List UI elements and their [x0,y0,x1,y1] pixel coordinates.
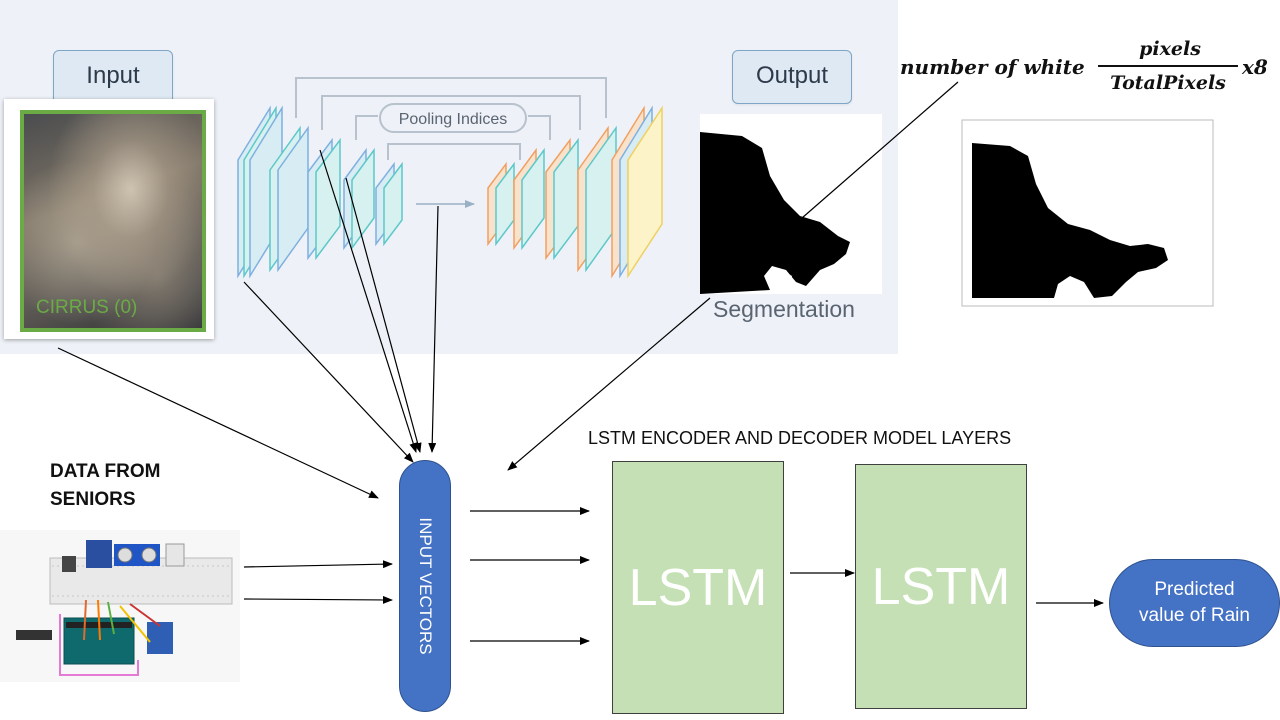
decoder-layers [487,105,663,279]
sensor-title-line2: SENIORS [50,489,136,510]
input-label: Input [53,50,173,104]
prediction-line1: Predicted [1154,579,1235,600]
mask-copy [961,119,1214,307]
lstm-layer-2: LSTM [855,464,1027,709]
flow-arrows [57,81,1104,645]
skip-connections [295,77,607,160]
cloud-image [20,110,206,332]
lstm-title: LSTM ENCODER AND DECODER MODEL LAYERS [588,428,1012,448]
formula-denominator: TotalPixels [1110,72,1226,94]
lstm-layer-1: LSTM [612,461,784,714]
input-vectors-label: INPUT VECTORS [416,517,435,655]
pooling-indices-pill [379,103,527,133]
formula-numerator: pixels [1139,38,1201,60]
formula-suffix: x8 [1241,55,1268,79]
segmentation-mask [700,114,882,294]
sensor-data-title: DATA FROM SENIORS [50,458,210,514]
segmentation-label: Segmentation [713,296,855,322]
prediction-line2: value of Rain [1139,605,1250,626]
lstm-layer-2-label: LSTM [871,557,1011,616]
lstm-layer-1-label: LSTM [628,558,768,617]
input-vectors-node: INPUT VECTORS [399,460,451,712]
output-label: Output [732,50,852,104]
formula-prefix: number of white [900,55,1085,79]
rain-prediction-node: Predicted value of Rain [1109,559,1280,647]
encoder-layers [237,105,403,279]
arduino-breadboard-image [0,530,240,682]
sensor-title-line1: DATA FROM [50,461,161,482]
cloud-class-label: CIRRUS (0) [36,297,138,318]
white-pixel-formula: number of white pixels TotalPixels x8 [900,38,1278,98]
pooling-indices-label: Pooling Indices [399,111,508,128]
